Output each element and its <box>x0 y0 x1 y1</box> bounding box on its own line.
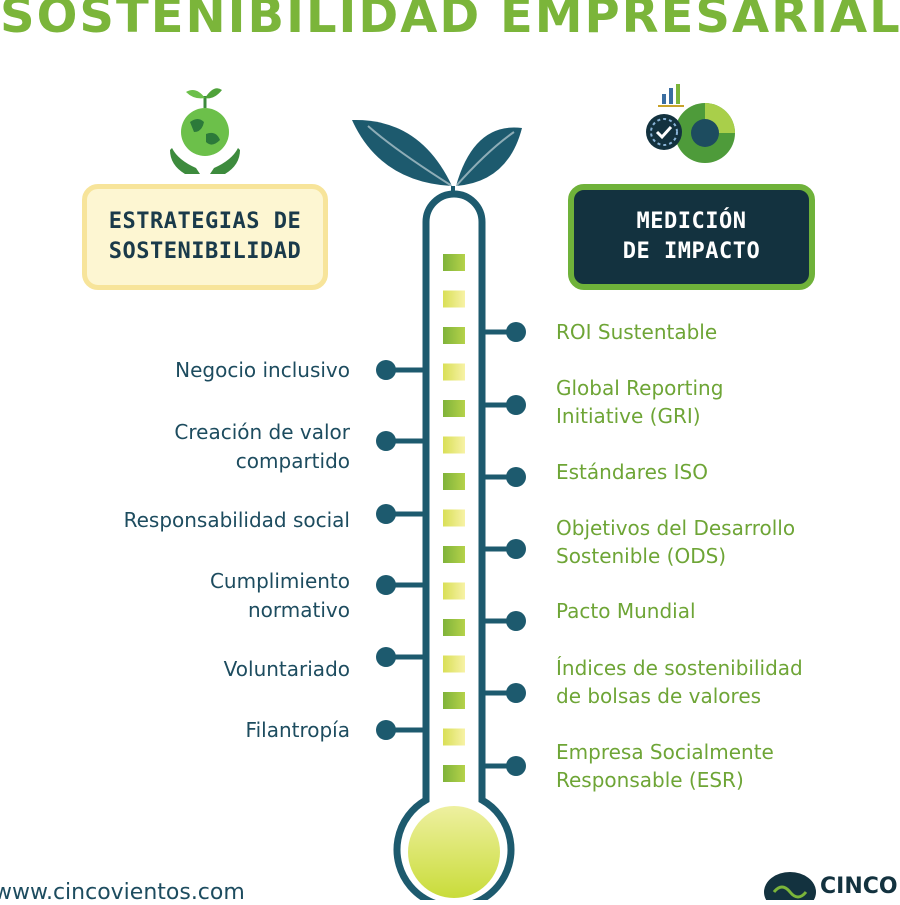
leaves-icon <box>352 119 522 196</box>
connectors <box>376 322 526 776</box>
thermometer-segment <box>443 473 465 490</box>
thermometer-segment <box>443 400 465 417</box>
strategy-item: Cumplimiento normativo <box>209 569 350 622</box>
brand-logo-icon <box>764 872 816 900</box>
connector-dot <box>376 504 396 524</box>
impact-heading-box: MEDICIÓN DE IMPACTO <box>568 184 815 290</box>
thermometer-segment <box>443 327 465 344</box>
thermometer-segment <box>443 546 465 563</box>
strategy-item: Negocio inclusivo <box>175 358 350 382</box>
connector-dot <box>506 539 526 559</box>
connector-dot <box>506 322 526 342</box>
strategy-item: Filantropía <box>245 718 350 742</box>
thermometer-segment <box>443 619 465 636</box>
connector-dot <box>376 360 396 380</box>
impact-item: Pacto Mundial <box>556 599 696 623</box>
thermometer-segment <box>443 254 465 271</box>
website-link[interactable]: www.cincovientos.com <box>0 880 245 905</box>
connector-dot <box>506 467 526 487</box>
strategies-heading: ESTRATEGIAS DE SOSTENIBILIDAD <box>108 209 302 264</box>
connector-dot <box>506 756 526 776</box>
thermometer-segment <box>443 582 465 600</box>
connector-dot <box>376 431 396 451</box>
thermometer-segment <box>443 728 465 746</box>
connector-dot <box>376 647 396 667</box>
earth-in-hands-icon <box>170 88 240 174</box>
thermometer-segment <box>443 363 465 381</box>
thermometer-segment <box>443 655 465 673</box>
strategies-heading-box: ESTRATEGIAS DE SOSTENIBILIDAD <box>82 184 328 290</box>
brand-name: CINCO <box>820 874 898 899</box>
impact-item: Objetivos del Desarrollo Sostenible (ODS… <box>556 516 796 568</box>
connector-dot <box>506 611 526 631</box>
thermometer-segments <box>443 254 465 782</box>
strategy-item: Voluntariado <box>223 657 350 681</box>
thermometer-segment <box>443 692 465 709</box>
impact-item: Índices de sostenibilidad de bolsas de v… <box>556 656 803 708</box>
thermometer-segment <box>443 436 465 454</box>
connector-dot <box>506 395 526 415</box>
connector-dot <box>376 720 396 740</box>
impact-item: Global Reporting Initiative (GRI) <box>556 376 724 428</box>
thermometer-segment <box>443 509 465 527</box>
strategy-item: Creación de valor compartido <box>174 420 350 473</box>
impact-heading: MEDICIÓN DE IMPACTO <box>622 209 761 264</box>
thermometer-segment <box>443 290 465 308</box>
impact-item: ROI Sustentable <box>556 320 718 344</box>
strategy-item: Responsabilidad social <box>123 508 350 532</box>
connector-dot <box>376 575 396 595</box>
connector-dot <box>506 683 526 703</box>
thermometer-segment <box>443 765 465 782</box>
impact-item: Estándares ISO <box>556 460 708 484</box>
page-title: SOSTENIBILIDAD EMPRESARIAL <box>0 0 900 44</box>
impact-item: Empresa Socialmente Responsable (ESR) <box>556 740 774 792</box>
analytics-chart-icon <box>646 84 735 163</box>
